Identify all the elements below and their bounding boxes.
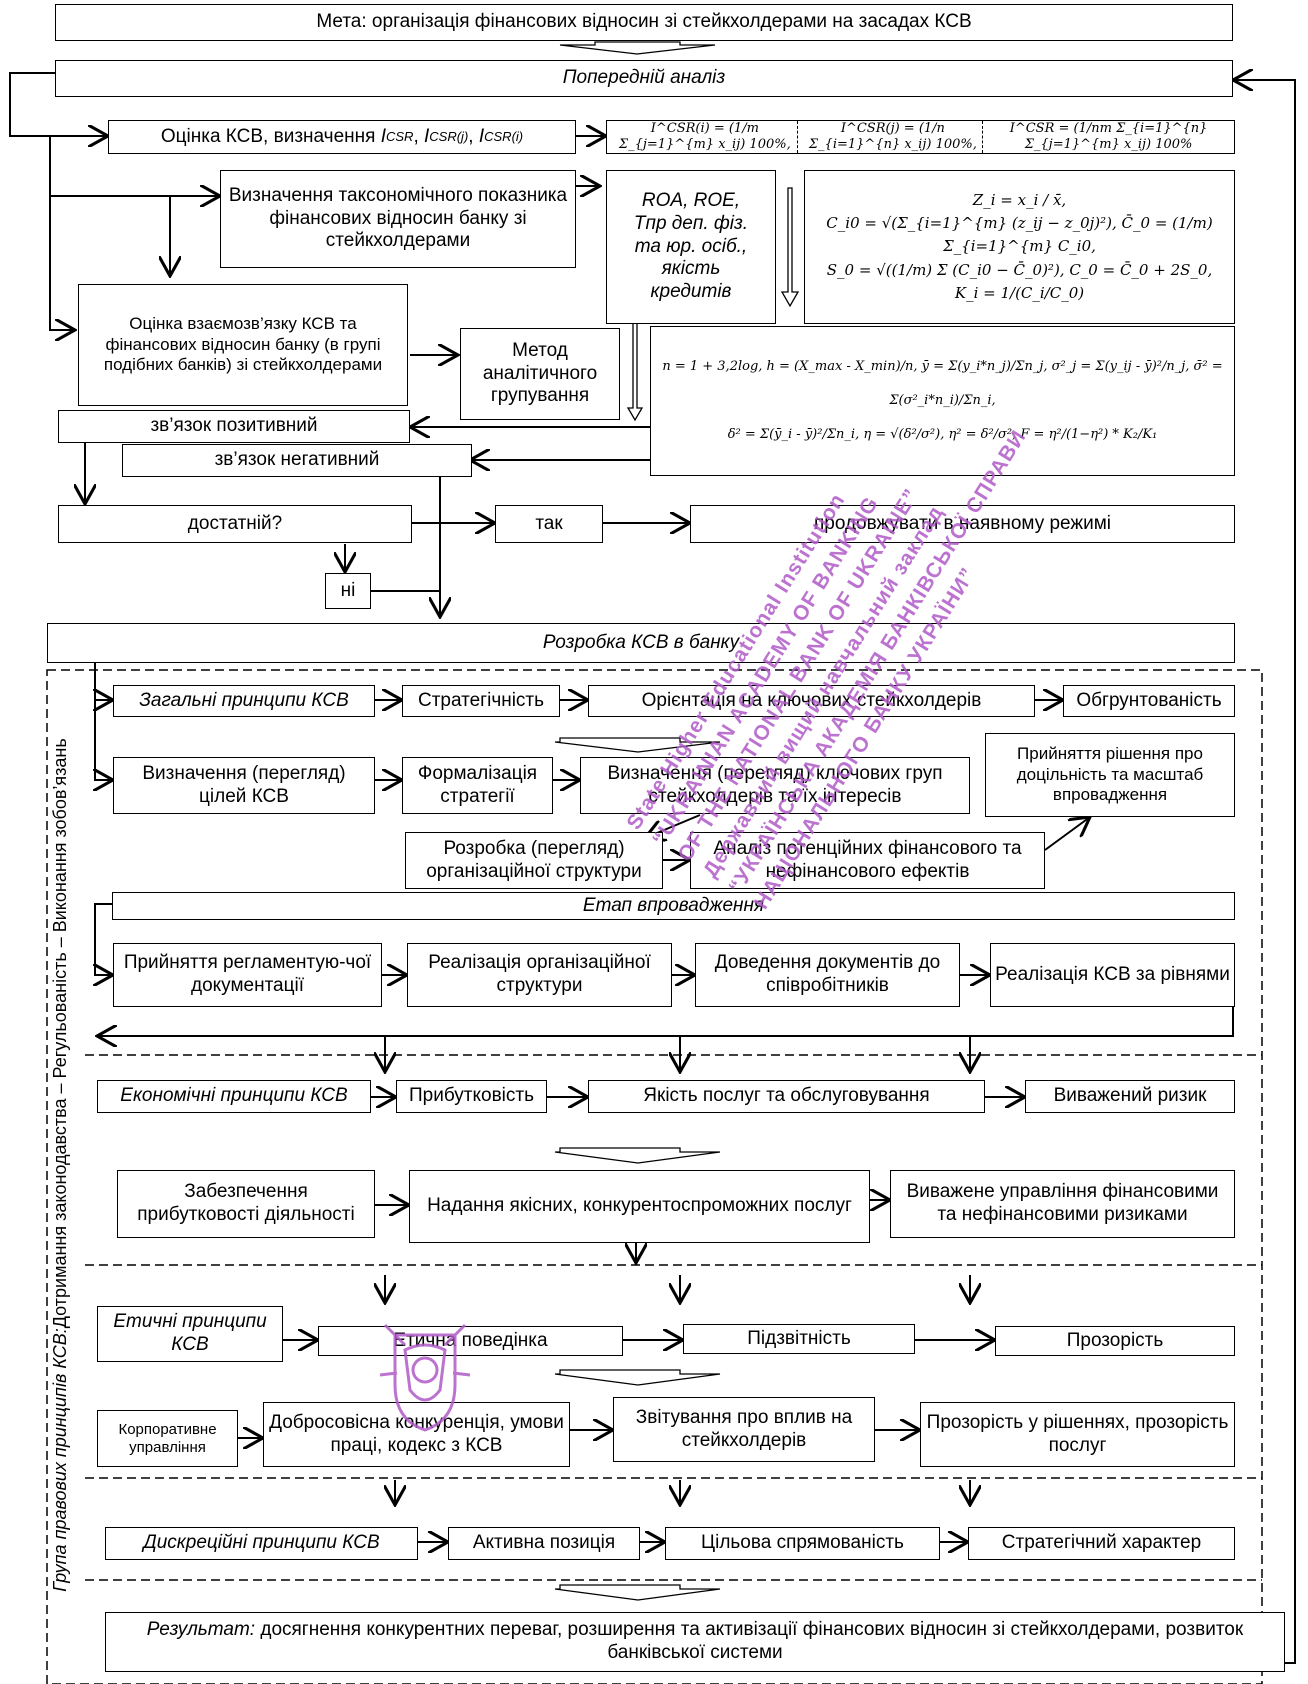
decision-box: Прийняття рішення про доцільність та мас… bbox=[985, 733, 1235, 817]
goals-box: Визначення (перегляд) цілей КСВ bbox=[113, 757, 375, 814]
csr-index-j-sup: CSR(j) bbox=[429, 129, 469, 145]
positive-relation-box: зв’язок позитивний bbox=[58, 410, 410, 443]
group-formula-1: n = 1 + 3,2log, h = (X_max - X_min)/n, ȳ… bbox=[662, 359, 1223, 409]
formula-csr-total: I^CSR = (1/nm Σ_{i=1}^{n} Σ_{j=1}^{m} x_… bbox=[982, 121, 1228, 153]
ethical-principles-box: Етичні принципи КСВ bbox=[97, 1306, 283, 1362]
csr-levels-box: Реалізація КСВ за рівнями bbox=[990, 943, 1235, 1007]
goal-box: Мета: організація фінансових відносин зі… bbox=[55, 4, 1233, 41]
economic-principles-box: Економічні принципи КСВ bbox=[97, 1080, 371, 1113]
negative-relation-box: зв’язок негативний bbox=[122, 444, 472, 477]
result-label: Результат: bbox=[146, 1619, 256, 1641]
group-formula-2: δ² = Σ(ȳ_i - ȳ)²/Σn_i, η = √(δ²/σ²), η² … bbox=[727, 426, 1158, 442]
legal-principles-label-italic: Група правових принципів КСВ: bbox=[49, 1328, 70, 1592]
indicator-line-2: Tпр деп. фіз. bbox=[633, 212, 749, 234]
indicator-line-1: ROA, ROE, bbox=[641, 190, 741, 211]
regulations-box: Прийняття регламентую-чої документації bbox=[113, 943, 382, 1007]
quality-services-box: Надання якісних, конкурентоспроможних по… bbox=[409, 1170, 870, 1243]
balanced-risk-box: Виважений ризик bbox=[1025, 1080, 1235, 1113]
csr-assessment-text: Оцінка КСВ, визначення bbox=[160, 125, 376, 147]
indicator-line-5: кредитів bbox=[650, 281, 732, 303]
result-text: досягнення конкурентних переваг, розшире… bbox=[255, 1619, 1244, 1663]
transparency-box: Прозорість bbox=[995, 1326, 1235, 1356]
csr-index-i: I bbox=[380, 125, 386, 147]
csr-index-sup: CSR bbox=[385, 129, 414, 145]
csr-index-j: I bbox=[424, 125, 430, 147]
taxonomy-box: Визначення таксономічного показника фіна… bbox=[220, 170, 576, 268]
indicator-line-3: та юр. осіб., bbox=[634, 235, 748, 257]
docs-to-staff-box: Доведення документів до співробітників bbox=[695, 943, 960, 1007]
accountability-box: Підзвітність bbox=[683, 1324, 915, 1354]
strategic-box: Стратегічність bbox=[402, 685, 560, 717]
result-box: Результат: досягнення конкурентних перев… bbox=[105, 1612, 1285, 1672]
service-quality-box: Якість послуг та обслуговування bbox=[588, 1080, 985, 1113]
profit-assurance-box: Забезпечення прибутковості діяльності bbox=[117, 1170, 375, 1238]
grouping-formulas-box: n = 1 + 3,2log, h = (X_max - X_min)/n, ȳ… bbox=[650, 326, 1235, 476]
legal-principles-label-text: Дотримання законодавства – Регульованіст… bbox=[49, 738, 70, 1329]
csr-formulas-box: I^CSR(i) = (1/m Σ_{j=1}^{m} x_ij) 100%, … bbox=[606, 120, 1235, 154]
legal-principles-label: Група правових принципів КСВ: Дотримання… bbox=[47, 670, 73, 1660]
risk-management-box: Виважене управління фінансовими та нефін… bbox=[890, 1170, 1235, 1238]
no-box: ні bbox=[325, 573, 371, 609]
csr-index-col-sup: CSR(i) bbox=[484, 129, 524, 145]
indicator-line-4: якість bbox=[661, 258, 721, 280]
indicators-box: ROA, ROE, Tпр деп. фіз. та юр. осіб., як… bbox=[606, 170, 776, 324]
ethical-behavior-box: Етична поведінка bbox=[318, 1326, 623, 1356]
discretionary-principles-box: Дискреційні принципи КСВ bbox=[105, 1527, 418, 1560]
implementation-stage-box: Етап впровадження bbox=[112, 892, 1235, 920]
stakeholder-orientation-box: Орієнтація на ключових стейкхолдерів bbox=[588, 685, 1035, 717]
tax-formula-1: Z_i = x_i / x̄, bbox=[972, 190, 1067, 209]
fair-competition-box: Добросовісна конкуренція, умови праці, к… bbox=[263, 1402, 570, 1467]
decision-transparency-box: Прозорість у рішеннях, прозорість послуг bbox=[920, 1402, 1235, 1467]
taxonomy-formulas-box: Z_i = x_i / x̄, C_i0 = √(Σ_{i=1}^{m} (z_… bbox=[804, 170, 1235, 324]
formula-csr-i: I^CSR(i) = (1/m Σ_{j=1}^{m} x_ij) 100%, bbox=[618, 121, 791, 152]
yes-box: так bbox=[495, 505, 603, 543]
preliminary-analysis-box: Попередній аналіз bbox=[55, 60, 1233, 97]
org-implementation-box: Реалізація організаційної структури bbox=[407, 943, 672, 1007]
tax-formula-3: S_0 = √((1/m) Σ (C_i0 − C̄_0)²), C_0 = C… bbox=[826, 260, 1213, 279]
substantiation-box: Обгрунтованість bbox=[1063, 685, 1235, 717]
formalization-box: Формалізація стратегії bbox=[402, 757, 553, 814]
profitability-box: Прибутковість bbox=[396, 1080, 547, 1113]
org-structure-box: Розробка (перегляд) організаційної струк… bbox=[405, 832, 663, 889]
impact-reporting-box: Звітування про вплив на стейкхолдерів bbox=[613, 1397, 875, 1462]
sufficient-question-box: достатній? bbox=[58, 505, 412, 543]
tax-formula-4: K_i = 1/(C_i/C_0) bbox=[954, 283, 1085, 302]
targeted-orientation-box: Цільова спрямованість bbox=[665, 1527, 940, 1560]
active-position-box: Активна позиція bbox=[448, 1527, 640, 1560]
method-box: Метод аналітичного групування bbox=[460, 328, 620, 420]
relation-box: Оцінка взаємозв’язку КСВ та фінансових в… bbox=[78, 284, 408, 406]
general-principles-box: Загальні принципи КСВ bbox=[113, 685, 375, 717]
effects-analysis-box: Аналіз потенційних фінансового та нефіна… bbox=[690, 832, 1045, 889]
csr-index-col: I bbox=[478, 125, 485, 147]
dev-box: Розробка КСВ в банку bbox=[47, 623, 1235, 663]
tax-formula-2: C_i0 = √(Σ_{i=1}^{m} (z_ij − z_0j)²), C̄… bbox=[826, 214, 1213, 256]
corporate-governance-box: Корпоративне управління bbox=[97, 1410, 238, 1467]
formula-csr-j: I^CSR(j) = (1/n Σ_{i=1}^{n} x_ij) 100%, bbox=[796, 121, 983, 153]
strategic-character-box: Стратегічний характер bbox=[968, 1527, 1235, 1560]
stakeholder-groups-box: Визначення (перегляд) ключових груп стей… bbox=[580, 757, 970, 814]
continue-box: продовжувати в наявному режимі bbox=[690, 505, 1235, 543]
